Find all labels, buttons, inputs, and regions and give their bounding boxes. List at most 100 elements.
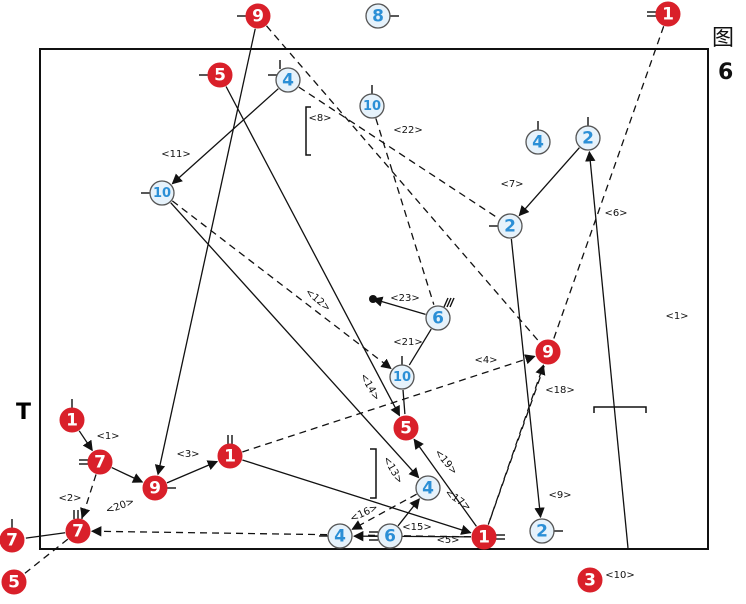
step-label-s21: <21> — [393, 337, 422, 348]
side-mark: T — [16, 400, 32, 425]
movement-line-r9-c-to-r1-b — [166, 460, 219, 484]
movement-line-r9-top-to-r9-b — [266, 25, 540, 342]
movement-line-b10-b-to-b4-c — [170, 202, 420, 479]
step-label-s2: <2> — [58, 493, 81, 504]
player-blue-2: 2 — [489, 213, 523, 239]
player-blue-10: 10 — [389, 356, 415, 390]
player-marker-b10-a — [359, 93, 385, 119]
player-number-r5-c: 5 — [8, 573, 20, 593]
player-marker-r1-c — [471, 524, 497, 550]
step-label-s4: <4> — [474, 355, 497, 366]
movement-line-to-b2-a — [585, 150, 629, 549]
movement-line-r9-top-to-r9-c — [154, 28, 256, 476]
player-blue-6: 6 — [425, 297, 455, 331]
player-red-1: 1 — [647, 1, 681, 27]
movement-line-r5-a-to-r5-b — [225, 86, 401, 417]
player-number-r7-c: 7 — [6, 531, 18, 551]
player-marker-r9-top — [245, 3, 271, 29]
player-tick-mark — [443, 297, 449, 308]
player-number-r7-a: 7 — [94, 453, 106, 473]
player-red-1: 1 — [471, 524, 505, 550]
ball — [369, 295, 377, 303]
player-marker-b2-c — [529, 518, 555, 544]
player-blue-10: 10 — [359, 85, 385, 119]
player-marker-b8-top — [365, 3, 391, 29]
player-number-r1-top: 1 — [662, 5, 674, 25]
movement-line-r7-a-to-r7-b — [80, 474, 97, 519]
player-blue-2: 2 — [575, 117, 601, 151]
step-label-s16: <16> — [349, 502, 380, 524]
movement-line-r1-c-to-r9-b — [487, 364, 546, 525]
bracket-marker-13 — [370, 448, 377, 499]
bracket-marker-right — [593, 406, 647, 413]
movement-line-b2-b-to-b2-c — [510, 238, 545, 519]
player-red-9: 9 — [237, 3, 271, 29]
player-number-r5-b: 5 — [400, 419, 412, 439]
player-tick-mark — [446, 297, 452, 308]
player-marker-r1-b — [217, 443, 243, 469]
step-label-s19: <19> — [432, 447, 459, 477]
movement-line-r7-b-to-r5-c — [24, 538, 69, 574]
step-label-s17: <17> — [442, 487, 472, 513]
player-number-r7-b: 7 — [72, 522, 84, 542]
player-red-7: 7 — [79, 449, 113, 475]
field-boundary — [39, 48, 709, 550]
player-blue-4: 4 — [415, 475, 441, 501]
step-label-s11: <11> — [161, 149, 190, 160]
movement-line-r1-c-to-r5-b — [413, 438, 477, 527]
player-red-9: 9 — [142, 475, 176, 501]
player-number-r9-c: 9 — [149, 479, 161, 499]
player-blue-4: 4 — [319, 523, 353, 549]
player-marker-r5-b — [393, 415, 419, 441]
step-label-s20: <20> — [104, 496, 135, 516]
player-marker-b10-b — [149, 180, 175, 206]
player-number-b10-a: 10 — [363, 99, 381, 114]
player-number-b2-c: 2 — [536, 522, 548, 542]
player-blue-2: 2 — [529, 518, 563, 544]
player-number-b2-a: 2 — [582, 129, 594, 149]
player-blue-6: 6 — [369, 523, 403, 549]
player-number-b4-b: 4 — [532, 133, 544, 153]
step-label-s6: <6> — [604, 208, 627, 219]
player-marker-b4-a — [275, 67, 301, 93]
player-number-r3-a: 3 — [584, 571, 596, 591]
player-red-9: 9 — [535, 339, 561, 365]
movement-line-b4-c-to-b4-d — [351, 493, 417, 530]
player-red-7: 7 — [65, 510, 91, 544]
movement-line-b6-a-to-b10-c — [408, 328, 432, 366]
figure-caption-cn: 图 — [712, 26, 735, 51]
step-label-s14: <14> — [357, 372, 381, 403]
player-marker-b2-a — [575, 125, 601, 151]
player-red-5: 5 — [199, 62, 233, 88]
step-label-s10: <10> — [605, 570, 634, 581]
player-marker-b4-b — [525, 129, 551, 155]
bracket-marker-8 — [305, 106, 311, 156]
movement-line-b4-a-to-b2-b — [298, 86, 499, 219]
movement-line-b10-c-to-r5-b — [402, 389, 406, 415]
movement-line-b4-a-to-b10-b — [171, 88, 279, 185]
player-number-b10-c: 10 — [393, 370, 411, 385]
player-number-b6-a: 6 — [432, 309, 444, 329]
player-marker-b6-b — [377, 523, 403, 549]
movement-line-r1-b-to-r1-c — [242, 459, 472, 535]
player-marker-r7-c — [0, 527, 25, 553]
player-marker-r7-a — [87, 449, 113, 475]
step-label-s5: <5> — [436, 535, 459, 546]
step-label-s3: <3> — [176, 449, 199, 460]
player-number-r9-b: 9 — [542, 343, 554, 363]
step-label-s13: <13> — [380, 455, 404, 486]
player-number-b2-b: 2 — [504, 217, 516, 237]
movement-line-r1-b-to-r9-b — [242, 354, 536, 453]
player-number-b6-b: 6 — [384, 527, 396, 547]
player-tick-mark — [449, 297, 455, 308]
movement-line-r1-a-to-r7-a — [78, 430, 93, 452]
player-number-r1-c: 1 — [478, 528, 490, 548]
player-number-b4-a: 4 — [282, 71, 294, 91]
player-red-3: 3 — [577, 567, 603, 593]
step-label-s22: <22> — [393, 125, 422, 136]
movement-line-r1-top-to-r1-c — [488, 26, 665, 525]
step-label-s1-left: <1> — [96, 431, 119, 442]
movement-line-b6-b-to-b4-c — [397, 498, 420, 527]
player-marker-b4-c — [415, 475, 441, 501]
step-label-s7: <7> — [500, 179, 523, 190]
